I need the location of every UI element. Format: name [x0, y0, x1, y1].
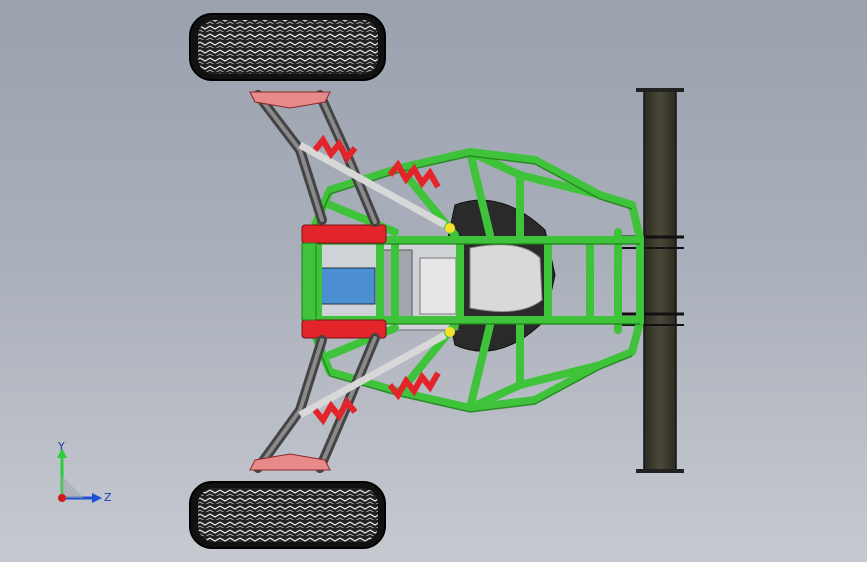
front-tire-bottom	[189, 481, 386, 549]
z-axis-label: Z	[104, 491, 112, 504]
origin-marker	[58, 494, 66, 502]
rear-wing	[622, 88, 684, 473]
front-bulkhead	[301, 224, 387, 339]
mount-point	[445, 327, 455, 337]
front-tire-top	[189, 13, 386, 81]
orientation-triad: Y Z	[57, 440, 112, 504]
mount-point	[445, 223, 455, 233]
y-axis-label: Y	[57, 440, 65, 453]
lower-suspension	[249, 333, 380, 473]
upper-suspension	[249, 90, 380, 227]
shock-upper	[298, 134, 447, 229]
shock-lower	[298, 331, 447, 426]
